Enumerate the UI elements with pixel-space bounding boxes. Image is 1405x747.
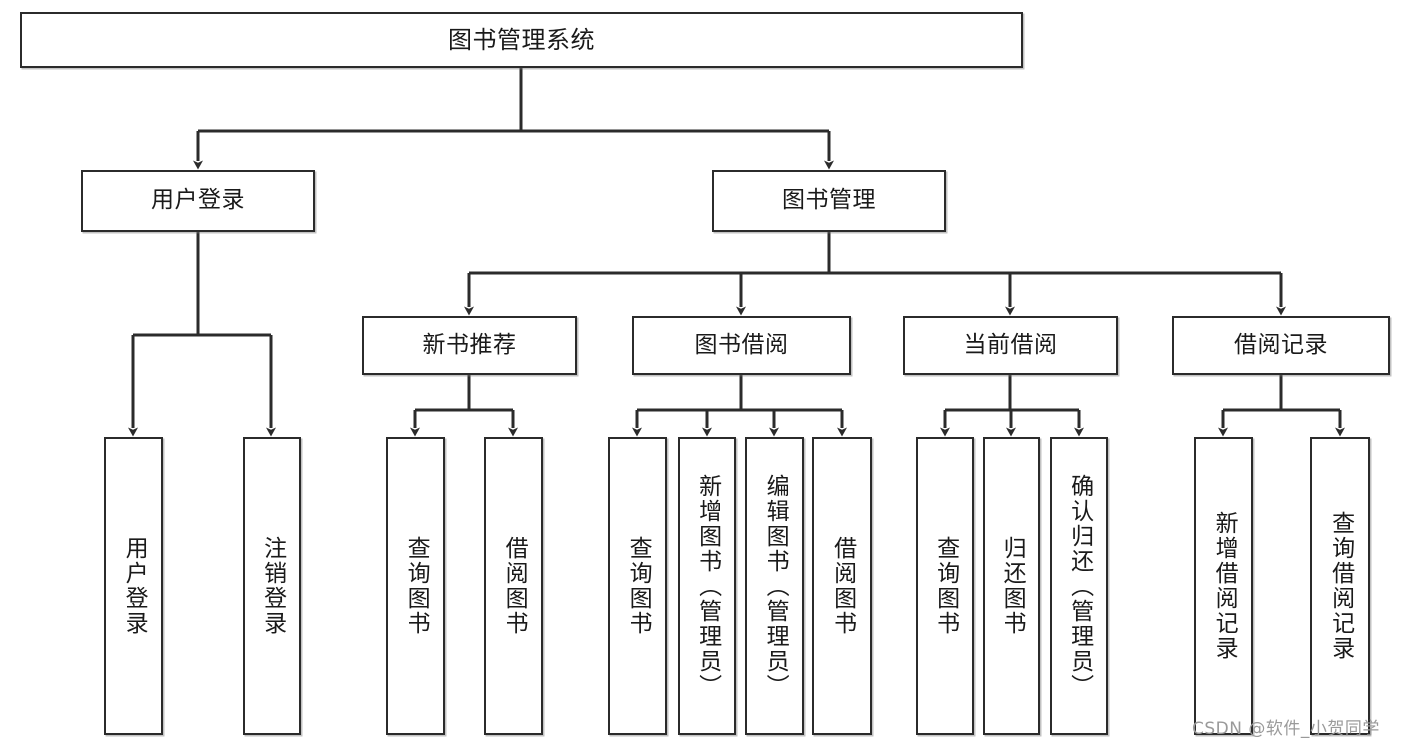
node-label: 编辑图书（管理员） bbox=[762, 473, 789, 699]
node-leaf-borrow-book-1[interactable]: 借阅图书 bbox=[484, 437, 543, 735]
node-book-management[interactable]: 图书管理 bbox=[712, 170, 946, 232]
node-label: 新书推荐 bbox=[422, 331, 517, 358]
node-label: 查询图书 bbox=[403, 536, 430, 636]
node-label: 借阅图书 bbox=[829, 536, 856, 636]
node-leaf-return-book[interactable]: 归还图书 bbox=[983, 437, 1040, 735]
node-label: 查询借阅记录 bbox=[1327, 511, 1354, 661]
node-label: 借阅图书 bbox=[501, 536, 528, 636]
node-label: 当前借阅 bbox=[963, 331, 1058, 358]
node-root-book-management-system[interactable]: 图书管理系统 bbox=[20, 12, 1023, 68]
node-leaf-edit-book[interactable]: 编辑图书（管理员） bbox=[745, 437, 804, 735]
node-label: 注销登录 bbox=[259, 536, 286, 636]
node-label: 图书借阅 bbox=[694, 331, 789, 358]
node-label: 用户登录 bbox=[121, 536, 148, 636]
csdn-watermark: CSDN @软件_小贺同学 bbox=[1192, 719, 1380, 739]
node-leaf-add-book[interactable]: 新增图书（管理员） bbox=[678, 437, 736, 735]
node-label: 图书管理系统 bbox=[448, 25, 595, 54]
node-leaf-add-record[interactable]: 新增借阅记录 bbox=[1194, 437, 1253, 735]
node-leaf-user-login[interactable]: 用户登录 bbox=[104, 437, 163, 735]
node-label: 确认归还（管理员） bbox=[1066, 473, 1093, 699]
node-label: 查询图书 bbox=[932, 536, 959, 636]
node-leaf-confirm-return[interactable]: 确认归还（管理员） bbox=[1050, 437, 1108, 735]
node-leaf-query-book-2[interactable]: 查询图书 bbox=[608, 437, 667, 735]
node-new-book-recommend[interactable]: 新书推荐 bbox=[362, 316, 577, 375]
node-label: 归还图书 bbox=[999, 536, 1026, 636]
node-label: 用户登录 bbox=[151, 187, 245, 214]
node-label: 查询图书 bbox=[625, 536, 652, 636]
node-label: 新增图书（管理员） bbox=[694, 473, 721, 699]
node-user-login[interactable]: 用户登录 bbox=[81, 170, 315, 232]
node-label: 新增借阅记录 bbox=[1211, 511, 1238, 661]
node-label: 图书管理 bbox=[782, 187, 876, 214]
node-leaf-query-record[interactable]: 查询借阅记录 bbox=[1310, 437, 1370, 735]
node-leaf-query-book-1[interactable]: 查询图书 bbox=[386, 437, 445, 735]
node-current-borrow[interactable]: 当前借阅 bbox=[903, 316, 1118, 375]
node-label: 借阅记录 bbox=[1234, 331, 1328, 358]
node-leaf-query-book-3[interactable]: 查询图书 bbox=[916, 437, 974, 735]
node-book-borrow[interactable]: 图书借阅 bbox=[632, 316, 851, 375]
node-borrow-record[interactable]: 借阅记录 bbox=[1172, 316, 1390, 375]
node-leaf-logout[interactable]: 注销登录 bbox=[243, 437, 301, 735]
node-leaf-borrow-book-2[interactable]: 借阅图书 bbox=[812, 437, 872, 735]
